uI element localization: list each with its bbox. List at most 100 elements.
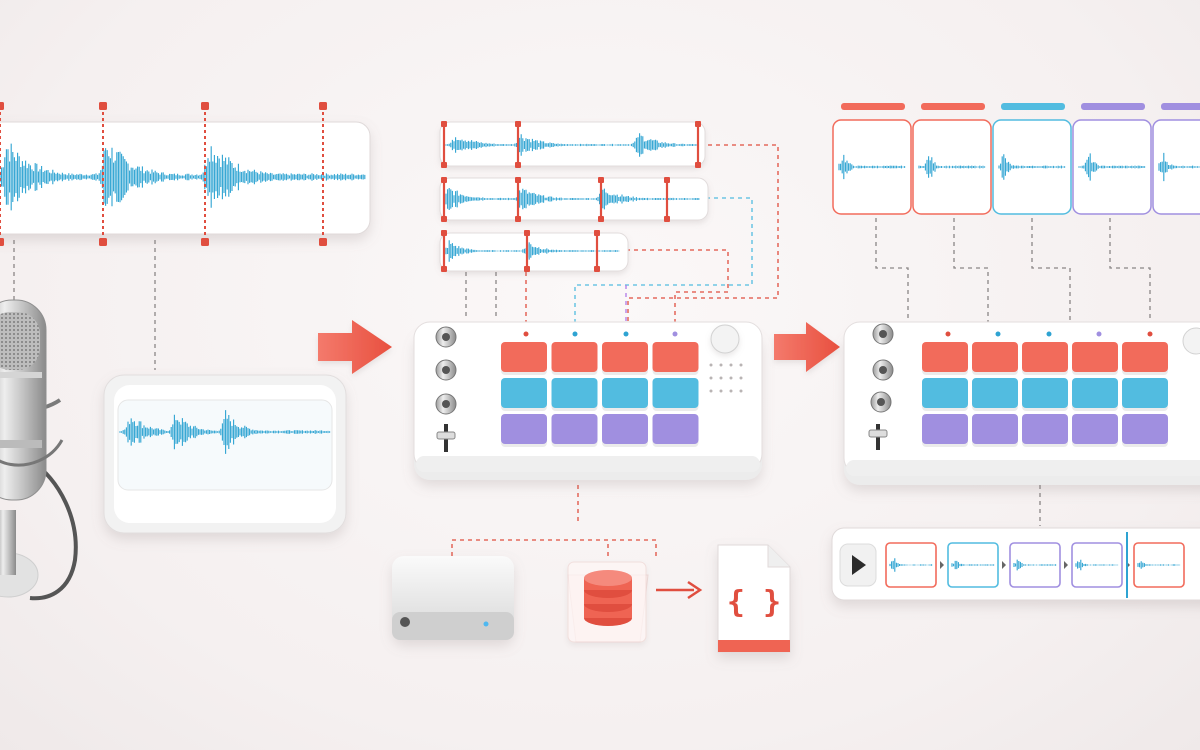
main-knob[interactable] (1182, 327, 1200, 355)
slice-marker-handle[interactable] (515, 121, 521, 127)
pad-red[interactable] (602, 342, 648, 372)
pad-blue[interactable] (922, 378, 968, 408)
slice-marker-handle[interactable] (598, 177, 604, 183)
slice-marker-handle[interactable] (594, 266, 600, 272)
pad-red[interactable] (652, 342, 699, 372)
slice-marker-handle[interactable] (319, 238, 327, 246)
slice-marker-handle[interactable] (99, 102, 107, 110)
slice-marker-handle[interactable] (99, 238, 107, 246)
slice-marker-handle[interactable] (594, 230, 600, 236)
slice-marker-handle[interactable] (524, 230, 530, 236)
slice-tile-row[interactable] (832, 103, 1200, 215)
pad-purple[interactable] (602, 414, 648, 444)
slice-marker-handle[interactable] (319, 102, 327, 110)
pad-purple[interactable] (551, 414, 598, 444)
sequence-arrow-icon (1002, 561, 1006, 569)
pad-indicator-dot (1147, 331, 1153, 337)
slice-color-tab (841, 103, 905, 110)
pad-indicator-dot (945, 331, 951, 337)
slice-marker-handle[interactable] (515, 216, 521, 222)
waveform-trace (1078, 153, 1146, 181)
pad-blue[interactable] (652, 378, 699, 408)
knob-column[interactable] (868, 323, 894, 450)
pad-grid[interactable] (501, 342, 699, 447)
slice-marker-handle[interactable] (441, 230, 447, 236)
pad-red[interactable] (551, 342, 598, 372)
pad-purple[interactable] (652, 414, 699, 444)
pad-purple[interactable] (501, 414, 547, 444)
slice-color-tab (1001, 103, 1065, 110)
pad-red[interactable] (1022, 342, 1068, 372)
main-knob[interactable] (710, 324, 740, 354)
pad-purple[interactable] (972, 414, 1018, 444)
flow-arrow-icon (318, 320, 392, 374)
slice-tile[interactable] (1072, 119, 1152, 215)
slice-marker-handle[interactable] (441, 121, 447, 127)
flow-arrow-icon (656, 580, 703, 600)
slice-strip-waveforms (445, 133, 700, 262)
slice-marker-handle[interactable] (515, 177, 521, 183)
slice-tile[interactable] (832, 119, 912, 215)
pad-controller-icon[interactable] (413, 321, 763, 480)
pad-grid[interactable] (922, 342, 1168, 447)
pad-blue[interactable] (1022, 378, 1068, 408)
slice-tile[interactable] (912, 119, 992, 215)
json-file-symbol: { } (727, 585, 781, 620)
sequence-playback-bar[interactable] (831, 527, 1200, 601)
slice-marker-handle[interactable] (441, 177, 447, 183)
waveform-trace (838, 154, 906, 180)
pad-indicator-dot (672, 331, 678, 337)
pad-red[interactable] (501, 342, 547, 372)
slice-marker-handle[interactable] (695, 121, 701, 127)
sequence-clips[interactable] (885, 542, 1185, 588)
pad-red[interactable] (1122, 342, 1168, 372)
waveform-trace (951, 560, 995, 570)
pad-red[interactable] (972, 342, 1018, 372)
slice-marker-handle[interactable] (664, 216, 670, 222)
slice-marker-handle[interactable] (695, 162, 701, 168)
slice-marker-handle[interactable] (441, 162, 447, 168)
pad-blue[interactable] (972, 378, 1018, 408)
waveform-trace (918, 156, 986, 178)
source-waveform-panel (0, 102, 371, 246)
pad-blue[interactable] (602, 378, 648, 408)
slice-marker-handle[interactable] (664, 177, 670, 183)
slice-marker-handle[interactable] (441, 266, 447, 272)
pad-indicator-dot (623, 331, 629, 337)
slice-marker-handle[interactable] (0, 238, 4, 246)
slice-marker-handle[interactable] (201, 238, 209, 246)
waveform-trace (1013, 559, 1057, 571)
slice-marker-handle[interactable] (0, 102, 4, 110)
knob-column[interactable] (435, 326, 457, 452)
slice-marker-handle[interactable] (201, 102, 209, 110)
flow-arrow-icon (774, 322, 840, 372)
waveform-trace (889, 558, 933, 572)
pad-purple[interactable] (1022, 414, 1068, 444)
connector-lines (13, 144, 1151, 560)
pad-blue[interactable] (551, 378, 598, 408)
pad-purple[interactable] (1072, 414, 1118, 444)
pad-blue[interactable] (1122, 378, 1168, 408)
play-icon (852, 555, 866, 575)
pad-blue[interactable] (1072, 378, 1118, 408)
slice-marker-handle[interactable] (524, 266, 530, 272)
pad-purple[interactable] (922, 414, 968, 444)
waveform-trace (1075, 559, 1119, 571)
waveform-trace (445, 133, 698, 157)
pad-blue[interactable] (501, 378, 547, 408)
waveform-trace (998, 154, 1066, 180)
slice-markers[interactable] (0, 102, 327, 246)
pad-purple[interactable] (1122, 414, 1168, 444)
slice-marker-handle[interactable] (515, 162, 521, 168)
slice-strip-markers[interactable] (441, 121, 701, 272)
slice-marker-handle[interactable] (598, 216, 604, 222)
pad-controller-icon[interactable] (843, 321, 1200, 485)
slice-tile[interactable] (992, 119, 1072, 215)
pad-red[interactable] (1072, 342, 1118, 372)
slice-marker-handle[interactable] (441, 216, 447, 222)
waveform-trace (119, 410, 331, 454)
pad-red[interactable] (922, 342, 968, 372)
storage-box-icon (392, 556, 515, 640)
slice-color-tab (1081, 103, 1145, 110)
